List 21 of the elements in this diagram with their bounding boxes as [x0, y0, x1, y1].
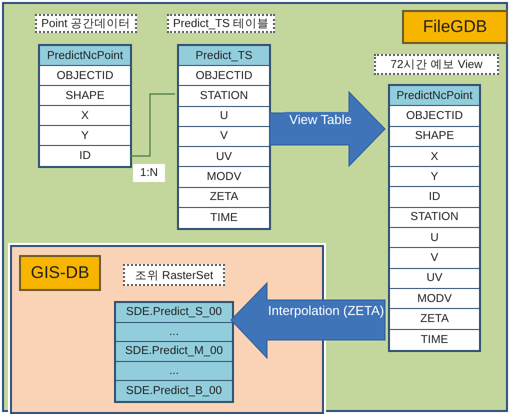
table-row: SHAPE — [390, 126, 479, 147]
table-header: PredictNcPoint — [390, 86, 479, 106]
table — [114, 301, 234, 403]
table — [38, 44, 132, 168]
table-row: ... — [116, 322, 232, 342]
table-row: U — [179, 106, 269, 127]
table-caption: 조위 RasterSet — [123, 264, 225, 286]
table-row: UV — [390, 268, 479, 289]
table-caption: Point 공간데이터 — [35, 14, 137, 33]
table — [177, 44, 271, 230]
panel-title: FileGDB — [402, 10, 508, 44]
edge-label: 1:N — [133, 164, 165, 182]
table-row: ZETA — [179, 188, 269, 208]
relationship-line — [130, 93, 175, 157]
edge-label: Interpolation (ZETA) — [268, 303, 383, 319]
panel-title: GIS-DB — [19, 255, 101, 291]
table-caption: Predict_TS 테이블 — [167, 14, 275, 33]
table-header: Predict_TS — [179, 46, 269, 66]
table — [388, 84, 481, 352]
table-header: PredictNcPoint — [40, 46, 130, 66]
table-caption: 72시간 예보 View — [374, 54, 499, 75]
